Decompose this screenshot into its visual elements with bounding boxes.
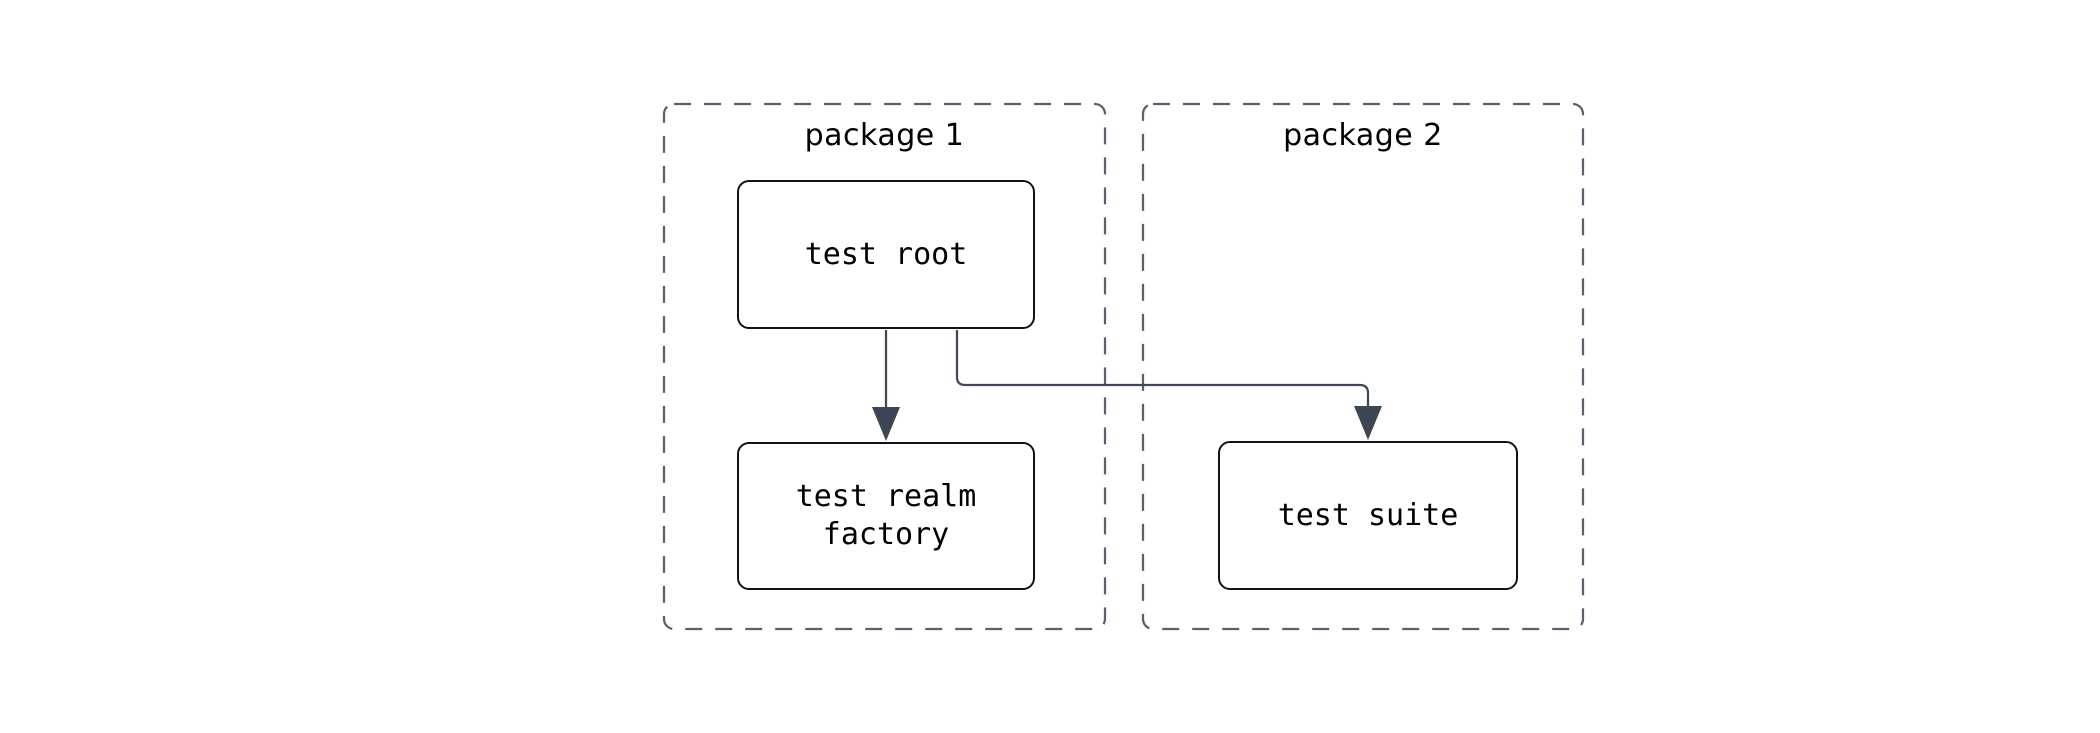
node-test-suite: test suite bbox=[1218, 441, 1518, 590]
node-test-realm-factory: test realm factory bbox=[737, 442, 1035, 590]
package-1-label: package 1 bbox=[804, 118, 965, 153]
package-2-label: package 2 bbox=[1283, 118, 1443, 153]
arrowhead-to-test-realm-factory-icon bbox=[872, 407, 900, 441]
node-test-realm-factory-label-line1: test realm bbox=[795, 479, 977, 514]
edge-test-root-to-test-suite bbox=[955, 330, 1370, 430]
node-test-realm-factory-label-line2: factory bbox=[822, 517, 950, 552]
node-test-root-label: test root bbox=[804, 236, 968, 272]
package-2-container bbox=[1141, 102, 1585, 631]
arrowhead-to-test-suite-icon bbox=[1354, 406, 1382, 440]
node-test-root: test root bbox=[737, 180, 1035, 329]
node-test-suite-label: test suite bbox=[1277, 497, 1459, 533]
package-1-container bbox=[662, 102, 1107, 631]
